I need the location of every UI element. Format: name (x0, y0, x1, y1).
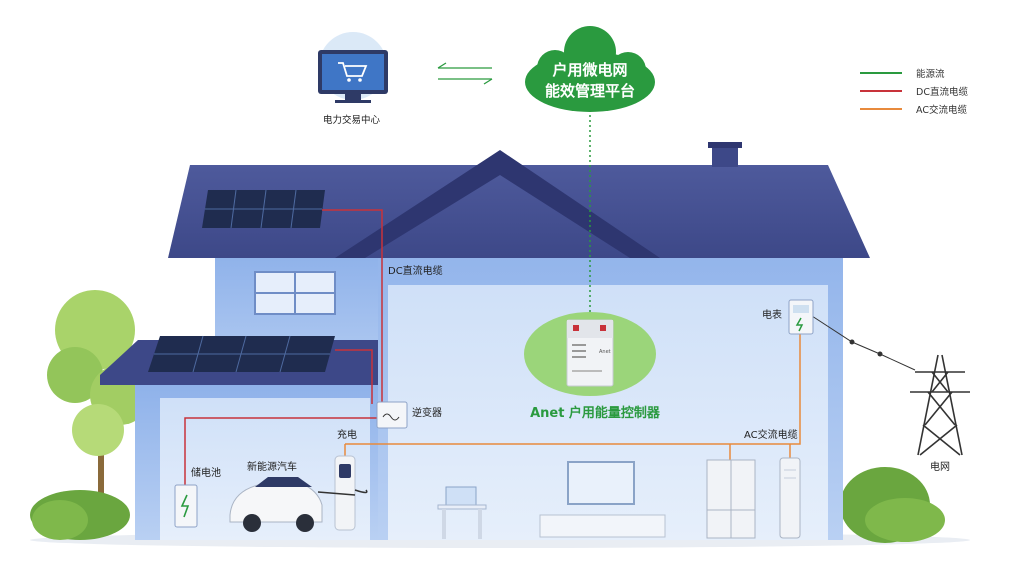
controller-brand: Anet (599, 349, 611, 355)
electric-meter (788, 299, 814, 335)
right-roof (490, 165, 870, 258)
cloud-line-2: 能效管理平台 (544, 82, 635, 100)
cloud-platform-label: 户用微电网 能效管理平台 (520, 60, 660, 102)
ev-charger (317, 455, 368, 531)
legend-label: 能源流 (916, 69, 945, 80)
charging-label: 充电 (337, 430, 357, 441)
controller-device (524, 312, 656, 396)
trading-center-icon (318, 32, 388, 103)
grid-wire (811, 315, 916, 371)
grid-label: 电网 (930, 462, 950, 473)
chimney (712, 145, 738, 167)
solar-panel-lower (148, 335, 335, 373)
legend-label: AC交流电缆 (916, 105, 967, 116)
left-roof (168, 165, 500, 258)
desk-laptop (437, 486, 487, 539)
bush-left (30, 490, 130, 540)
dc-cables (184, 209, 383, 490)
battery-unit (174, 484, 198, 528)
meter-label: 电表 (762, 310, 782, 321)
cloud-line-1: 户用微电网 (552, 61, 628, 79)
legend-swatch (860, 72, 902, 74)
solar-panel-upper (202, 189, 325, 229)
legend-swatch (860, 108, 902, 110)
ev-label: 新能源汽车 (247, 462, 297, 473)
transmission-tower-icon (910, 354, 970, 456)
trading-center-label: 电力交易中心 (323, 115, 381, 126)
dc-cable-label: DC直流电缆 (388, 266, 443, 277)
bush-right (840, 467, 945, 543)
inverter-device (376, 401, 408, 429)
gable-roof (335, 150, 660, 258)
battery-label: 储电池 (191, 468, 221, 479)
ac-cable-label: AC交流电缆 (744, 430, 798, 441)
cloud-platform (525, 26, 655, 112)
ev-car (229, 477, 323, 532)
air-conditioner (779, 457, 801, 539)
inverter-label: 逆变器 (412, 408, 442, 419)
refrigerator (706, 459, 756, 539)
tv-set (539, 461, 666, 538)
legend-swatch (860, 90, 902, 92)
exchange-arrows-icon (437, 62, 493, 85)
controller-title: Anet 户用能量控制器 (530, 406, 660, 421)
legend-label: DC直流电缆 (916, 87, 968, 98)
ac-cables (344, 330, 801, 462)
